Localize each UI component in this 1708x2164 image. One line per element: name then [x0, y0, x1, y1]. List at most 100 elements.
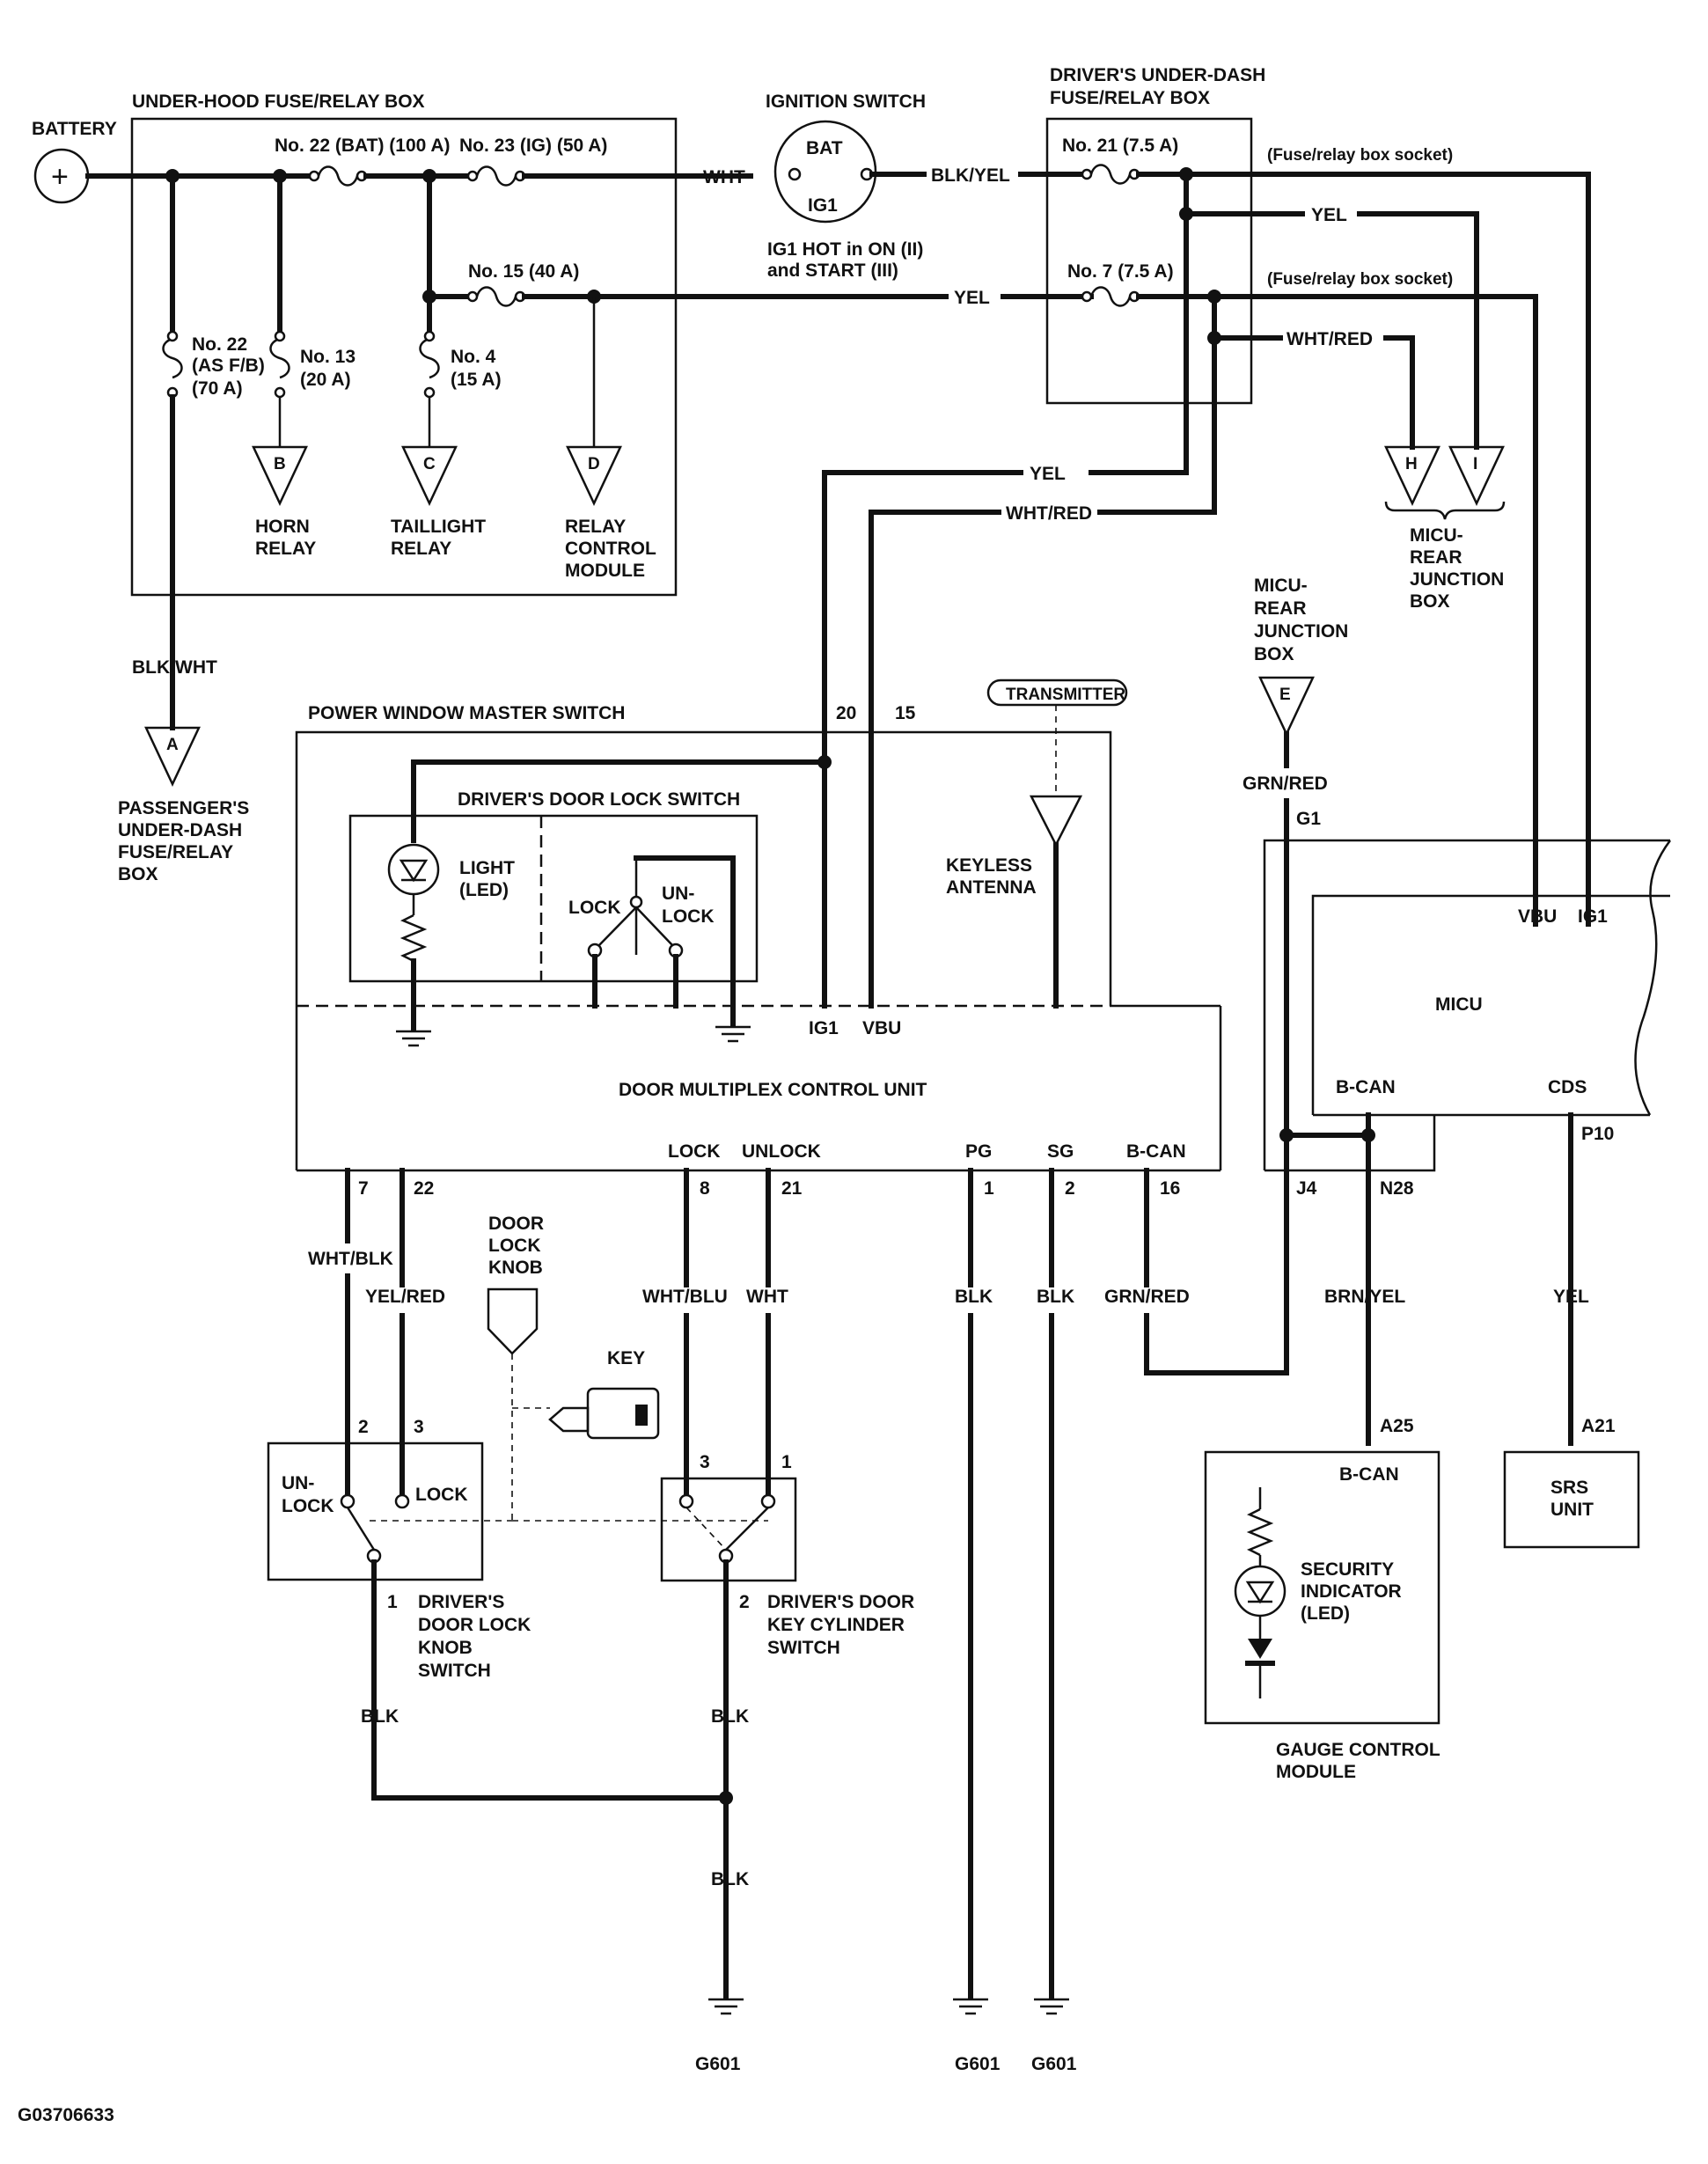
- fuse-7-icon: [1081, 286, 1140, 307]
- svg-text:D: D: [588, 455, 600, 473]
- ground-icon-main: [707, 1998, 745, 2015]
- keyless-antenna-icon: [1029, 795, 1083, 847]
- term-lock-label: LOCK: [668, 1141, 721, 1162]
- fuse-23-ig-icon: [466, 165, 526, 187]
- wire-blk-yel-label: BLK/YEL: [931, 165, 1010, 186]
- connector-i: I: [1448, 445, 1505, 506]
- drivers-under-dash-box: DRIVER'S UNDER-DASH FUSE/RELAY BOX No. 2…: [1045, 65, 1591, 927]
- pin-1-label: 1: [984, 1178, 994, 1199]
- security-line3: (LED): [1301, 1603, 1350, 1624]
- micu-bcan-label: B-CAN: [1336, 1077, 1396, 1097]
- cylinder-name-line1: DRIVER'S DOOR: [767, 1592, 914, 1612]
- gauge-name-line1: GAUGE CONTROL: [1276, 1740, 1440, 1760]
- relay-control-module-line3: MODULE: [565, 561, 645, 581]
- wire-yel-srs-label: YEL: [1553, 1287, 1589, 1307]
- term-bcan-label: B-CAN: [1126, 1141, 1186, 1162]
- fuse-15-label: No. 15 (40 A): [468, 261, 579, 282]
- pin-p10-label: P10: [1581, 1124, 1614, 1144]
- socket-label-1: (Fuse/relay box socket): [1267, 146, 1453, 165]
- micu-cds-label: CDS: [1548, 1077, 1587, 1097]
- power-window-master-switch: POWER WINDOW MASTER SWITCH 20 15 DRIVER'…: [295, 679, 1222, 1172]
- key: KEY: [512, 1348, 660, 1440]
- relay-control-module-line1: RELAY: [565, 517, 626, 537]
- ground-icon-sg: [1032, 1998, 1071, 2015]
- knob-switch-name-line2: DOOR LOCK: [418, 1615, 531, 1635]
- knob-switch-name-line1: DRIVER'S: [418, 1592, 504, 1612]
- fuse-13-line1: No. 13: [300, 347, 356, 367]
- resistor-icon: [400, 913, 428, 963]
- fuse-22-asfb-line1: No. 22: [192, 334, 247, 355]
- power-window-title: POWER WINDOW MASTER SWITCH: [308, 703, 625, 723]
- fuse-23-ig-label: No. 23 (IG) (50 A): [459, 136, 607, 156]
- svg-text:2: 2: [358, 1417, 369, 1437]
- svg-text:JUNCTION: JUNCTION: [1254, 621, 1348, 642]
- pin-15-label: 15: [895, 703, 916, 723]
- horn-relay-line1: HORN: [255, 517, 310, 537]
- ignition-ig1-label: IG1: [808, 195, 838, 216]
- micu-label: MICU: [1435, 994, 1483, 1015]
- wire-blk-2-label: BLK: [711, 1706, 749, 1727]
- unlock-label-line1: UN-: [662, 884, 694, 904]
- pin-j4-label: J4: [1296, 1178, 1317, 1199]
- svg-text:B: B: [274, 455, 286, 473]
- under-hood-fuse-relay-box: UNDER-HOOD FUSE/RELAY BOX No. 22 (BAT) (…: [130, 92, 678, 597]
- battery-label: BATTERY: [32, 119, 117, 139]
- connector-c: C TAILLIGHT RELAY: [391, 445, 486, 559]
- ground-g601-3: G601: [1031, 2054, 1077, 2074]
- fuse-22-bat-icon: [308, 165, 368, 187]
- light-label-line1: LIGHT: [459, 858, 515, 878]
- micu-rear-junction-mid: MICU- REAR JUNCTION BOX E GRN/RED G1: [1243, 576, 1348, 1138]
- ground-icon-pg: [951, 1998, 990, 2015]
- micu-rear-junction-top: MICU- REAR JUNCTION BOX: [1384, 501, 1506, 612]
- socket-label-2: (Fuse/relay box socket): [1267, 270, 1453, 289]
- pin-16-label: 16: [1160, 1178, 1180, 1199]
- ground-g601-1: G601: [695, 2054, 741, 2074]
- knob-unlock-line2: LOCK: [282, 1496, 334, 1516]
- pin-a25-label: A25: [1380, 1416, 1414, 1436]
- fuse-21-icon: [1081, 164, 1140, 185]
- key-cylinder-switch: 3 1 2 DRIVER'S DOOR KEY CYLINDER SWITCH: [512, 1452, 914, 2000]
- svg-text:3: 3: [414, 1417, 424, 1437]
- pin-2-label: 2: [1065, 1178, 1075, 1199]
- fuse-13-line2: (20 A): [300, 370, 351, 390]
- passenger-box-line2: UNDER-DASH: [118, 820, 242, 840]
- micu-ig1-label: IG1: [1578, 906, 1608, 927]
- pin-22-label: 22: [414, 1178, 434, 1199]
- horn-relay-line2: RELAY: [255, 539, 316, 559]
- svg-text:MICU-: MICU-: [1254, 576, 1308, 596]
- pin-20-label: 20: [836, 703, 856, 723]
- svg-text:MICU-: MICU-: [1410, 525, 1463, 546]
- ignition-switch-title: IGNITION SWITCH: [766, 92, 926, 112]
- battery-plus-symbol: +: [51, 160, 69, 194]
- wire-grn-red-bottom-label: GRN/RED: [1104, 1287, 1190, 1307]
- wire-blk-wht-label: BLK/WHT: [132, 657, 217, 678]
- wire-wht-bottom-label: WHT: [746, 1287, 788, 1307]
- passenger-box-line3: FUSE/RELAY: [118, 842, 233, 862]
- lock-label: LOCK: [568, 898, 621, 918]
- pin-7-label: 7: [358, 1178, 369, 1199]
- svg-text:LOCK: LOCK: [488, 1236, 541, 1256]
- led-light-icon: [387, 843, 440, 896]
- wire-wht-label: WHT: [703, 167, 745, 187]
- cylinder-name-line2: KEY CYLINDER: [767, 1615, 905, 1635]
- ground-icon-led: [394, 1030, 433, 1047]
- ignition-bat-label: BAT: [806, 138, 843, 158]
- knob-lock-label: LOCK: [415, 1485, 468, 1505]
- srs-unit: A21 SRS UNIT: [1503, 1416, 1640, 1549]
- connector-e: E: [1279, 686, 1291, 704]
- taillight-relay-line1: TAILLIGHT: [391, 517, 486, 537]
- passenger-box-line1: PASSENGER'S: [118, 798, 249, 818]
- passenger-box-line4: BOX: [118, 864, 158, 884]
- svg-text:JUNCTION: JUNCTION: [1410, 569, 1504, 590]
- knob-switch-name-line3: KNOB: [418, 1638, 473, 1658]
- control-unit-label: DOOR MULTIPLEX CONTROL UNIT: [619, 1080, 927, 1100]
- connector-a: BLK/WHT A PASSENGER'S UNDER-DASH FUSE/RE…: [118, 657, 249, 884]
- master-vbu-label: VBU: [862, 1018, 901, 1038]
- cylinder-name-line3: SWITCH: [767, 1638, 840, 1658]
- svg-text:1: 1: [781, 1452, 792, 1472]
- door-lock-knob: DOOR LOCK KNOB: [487, 1214, 544, 1521]
- srs-line1: SRS: [1550, 1478, 1588, 1498]
- master-ig1-label: IG1: [809, 1018, 839, 1038]
- wire-wht-red-down-label: WHT/RED: [1006, 503, 1092, 524]
